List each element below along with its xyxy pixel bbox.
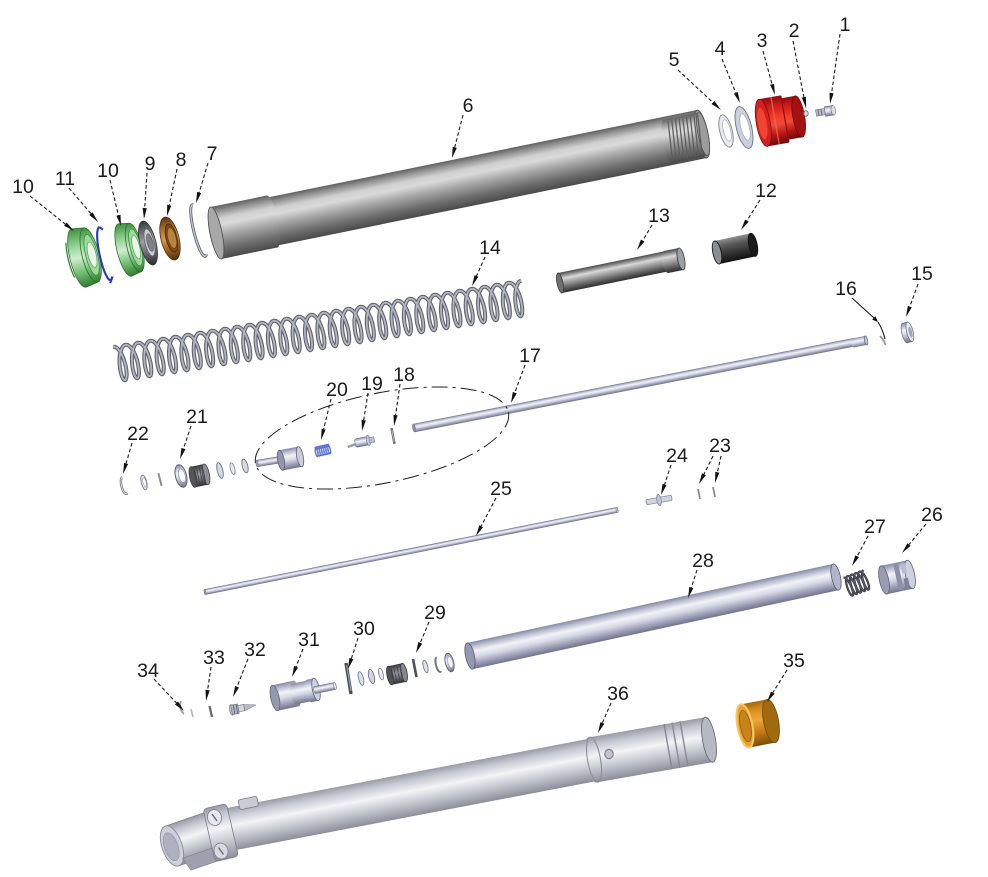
svg-text:18: 18 [393,364,415,386]
svg-text:10: 10 [97,160,119,182]
svg-text:26: 26 [921,504,943,526]
svg-text:34: 34 [137,660,159,682]
svg-text:35: 35 [783,650,805,672]
svg-text:6: 6 [463,95,474,117]
svg-text:1: 1 [840,14,851,36]
svg-text:7: 7 [207,143,218,165]
svg-text:15: 15 [911,263,933,285]
svg-text:13: 13 [648,205,670,227]
svg-text:10: 10 [12,176,34,198]
svg-text:2: 2 [789,20,800,42]
svg-text:5: 5 [669,49,680,71]
svg-text:22: 22 [127,423,149,445]
svg-text:28: 28 [692,550,714,572]
svg-text:14: 14 [479,237,501,259]
svg-text:20: 20 [326,379,348,401]
svg-text:30: 30 [353,618,375,640]
svg-text:16: 16 [835,278,857,300]
svg-text:24: 24 [666,445,688,467]
svg-text:3: 3 [757,30,768,52]
svg-text:8: 8 [176,149,187,171]
svg-text:12: 12 [755,180,777,202]
svg-text:23: 23 [709,435,731,457]
svg-text:27: 27 [864,516,886,538]
svg-text:21: 21 [186,406,208,428]
svg-text:32: 32 [244,639,266,661]
svg-text:17: 17 [519,345,541,367]
svg-text:19: 19 [361,373,383,395]
svg-text:11: 11 [55,168,75,190]
svg-text:9: 9 [145,153,156,175]
svg-text:4: 4 [715,38,726,60]
svg-text:33: 33 [203,647,225,669]
svg-text:36: 36 [607,683,629,705]
svg-text:31: 31 [298,629,320,651]
svg-text:29: 29 [424,602,446,624]
svg-text:25: 25 [490,478,512,500]
